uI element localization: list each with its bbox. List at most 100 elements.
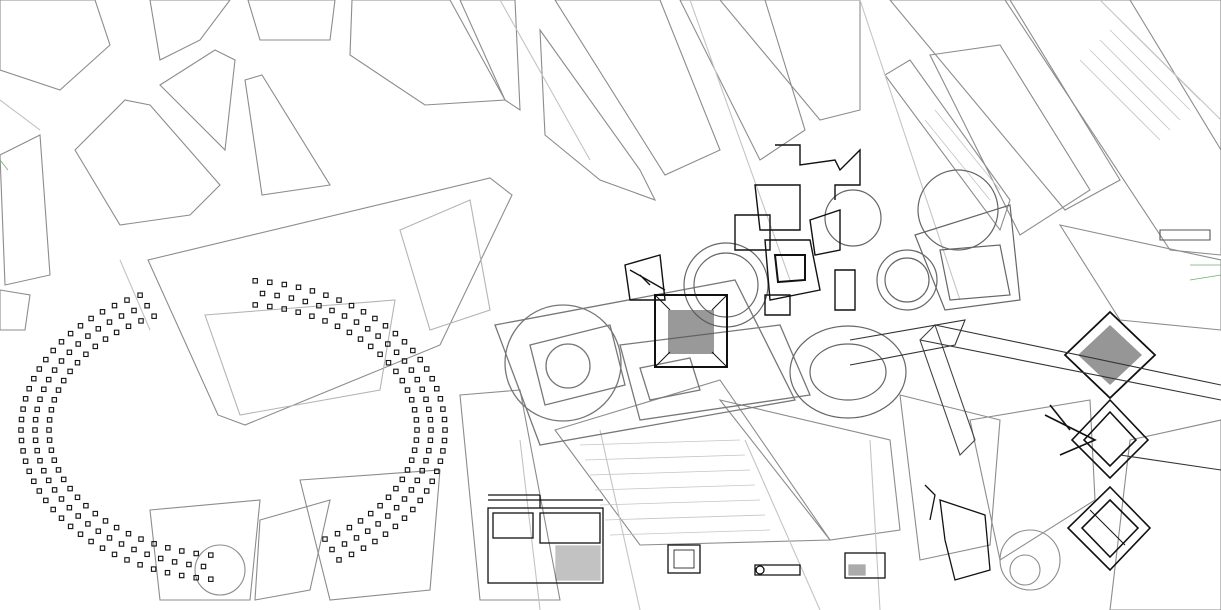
colonnade-column: [118, 541, 125, 547]
colonnade-column: [348, 551, 355, 558]
colonnade-column: [67, 368, 73, 375]
colonnade-column: [200, 563, 207, 570]
colonnade-column: [252, 302, 258, 308]
colonnade-column: [375, 333, 381, 339]
colonnade-column: [138, 536, 144, 542]
colonnade-column: [102, 336, 109, 342]
colonnade-column: [165, 545, 171, 551]
colonnade-column: [385, 494, 392, 501]
colonnade-column: [83, 351, 89, 358]
colonnade-column: [302, 298, 309, 305]
colonnade-column: [323, 292, 329, 298]
colonnade-column: [427, 416, 434, 423]
colonnade-column: [401, 358, 408, 364]
colonnade-column: [48, 447, 55, 453]
colonnade-column: [164, 569, 171, 576]
colonnade-column: [434, 385, 440, 392]
colonnade-column: [113, 524, 120, 531]
colonnade-column: [67, 330, 74, 337]
colonnade-column: [75, 341, 81, 347]
colonnade-column: [404, 467, 411, 473]
colonnade-column: [51, 457, 58, 463]
colonnade-column: [417, 497, 423, 504]
colonnade-column: [399, 476, 406, 483]
colonnade-column: [41, 467, 47, 474]
colonnade-column: [399, 377, 406, 384]
colonnade-column: [408, 367, 415, 373]
colonnade-column: [34, 406, 40, 413]
angled-wall-lines: [849, 319, 1221, 471]
colonnade-column: [208, 576, 214, 582]
colonnade-column: [85, 521, 91, 527]
colonnade-column: [360, 309, 367, 315]
colonnade-column: [55, 387, 62, 393]
colonnade-column: [74, 359, 81, 366]
colonnade-column: [18, 427, 24, 433]
colonnade-column: [32, 427, 38, 433]
colonnade-column: [193, 550, 199, 557]
colonnade-column: [392, 523, 399, 530]
colonnade-column: [329, 307, 335, 314]
colonnade-column: [288, 295, 295, 301]
colonnade-column: [45, 376, 52, 383]
diamond-building-bottom: [1066, 485, 1152, 572]
colonnade-column: [111, 551, 118, 558]
colonnade-column: [186, 561, 192, 568]
colonnade-column: [66, 349, 73, 356]
colonnade-column: [410, 506, 416, 513]
colonnade-column: [22, 458, 29, 464]
colonnade-column: [157, 555, 164, 562]
colonnade-column: [46, 417, 53, 423]
colonnade-column: [131, 546, 137, 553]
colonnade-column: [20, 406, 26, 412]
colonnade-column: [151, 313, 157, 319]
colonnade-column: [426, 447, 432, 454]
colonnade-column: [106, 535, 113, 541]
colonnade-column: [434, 468, 440, 475]
colonnade-column: [295, 284, 302, 291]
colonnade-column: [429, 375, 435, 382]
colonnade-column: [41, 386, 47, 393]
colonnade-column: [367, 510, 374, 517]
colonnade-column: [77, 531, 84, 537]
colonnade-column: [99, 309, 106, 315]
colonnade-column: [34, 447, 40, 454]
colonnade-column: [37, 457, 43, 464]
green-edge-lines: [0, 159, 1221, 281]
colonnade-column: [32, 437, 39, 444]
colonnade-column: [26, 385, 32, 392]
colonnade-column: [419, 467, 425, 474]
colonnade-column: [151, 541, 157, 547]
building-cluster: [624, 144, 861, 316]
colonnade-column: [37, 396, 43, 403]
colonnade-column: [367, 343, 374, 350]
colonnade-column: [322, 318, 328, 324]
colonnade-column: [58, 515, 65, 521]
colonnade-column: [46, 427, 52, 433]
colonnade-column: [382, 531, 389, 537]
colonnade-column: [336, 297, 342, 303]
colonnade-column: [83, 502, 89, 509]
colonnade-column: [51, 397, 58, 403]
colonnade-column: [137, 562, 143, 568]
colonnade-column: [341, 313, 348, 319]
colonnade-column: [138, 318, 144, 324]
colonnade-column: [46, 437, 53, 443]
colonnade-column: [267, 279, 273, 286]
colonnade-column: [137, 292, 143, 298]
colonnade-column: [334, 323, 341, 330]
colonnade-column: [67, 485, 73, 492]
colonnade-column: [144, 551, 150, 558]
colonnade-column: [95, 528, 102, 534]
colonnade-column: [31, 375, 37, 382]
colonnade-column: [410, 347, 416, 354]
colonnade-column: [440, 406, 446, 412]
colonnade-column: [413, 437, 420, 443]
colonnade-column: [124, 297, 130, 303]
colonnade-column: [131, 307, 137, 314]
colonnade-column: [385, 513, 391, 519]
colonnade-column: [341, 541, 348, 547]
colonnade-column: [427, 437, 434, 444]
colonnade-column: [88, 315, 94, 322]
